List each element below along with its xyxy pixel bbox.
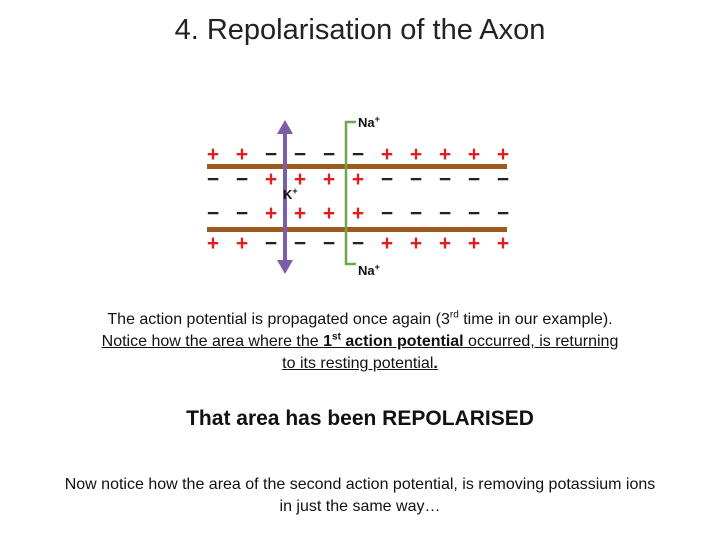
positive-charge: + [468,143,480,166]
negative-charge: − [381,202,393,225]
negative-charge: − [323,232,335,255]
explanation-line-3: to its resting potential. [282,355,438,372]
charge-grid: ++−−−−+++++−−++++−−−−−−−++++−−−−−++−−−−+… [207,143,509,255]
positive-charge: + [294,168,306,191]
negative-charge: − [265,232,277,255]
positive-charge: + [352,202,364,225]
negative-charge: − [352,232,364,255]
negative-charge: − [236,202,248,225]
negative-charge: − [323,143,335,166]
negative-charge: − [497,202,509,225]
positive-charge: + [236,143,248,166]
negative-charge: − [265,143,277,166]
negative-charge: − [294,232,306,255]
negative-charge: − [468,168,480,191]
positive-charge: + [352,168,364,191]
sodium-arrows [344,120,356,266]
page-title: 4. Repolarisation of the Axon [174,14,546,46]
negative-charge: − [352,143,364,166]
positive-charge: + [323,202,335,225]
positive-charge: + [265,202,277,225]
positive-charge: + [207,232,219,255]
negative-charge: − [236,168,248,191]
negative-charge: − [410,168,422,191]
positive-charge: + [497,143,509,166]
sodium-label-top: Na+ [358,114,380,130]
positive-charge: + [439,232,451,255]
positive-charge: + [323,168,335,191]
negative-charge: − [439,168,451,191]
positive-charge: + [410,143,422,166]
positive-charge: + [497,232,509,255]
potassium-label: K+ [283,186,298,202]
potassium-arrow [277,120,293,274]
negative-charge: − [410,202,422,225]
positive-charge: + [294,202,306,225]
axon-diagram: ++−−−−+++++−−++++−−−−−−−++++−−−−−++−−−−+… [207,114,509,278]
positive-charge: + [381,143,393,166]
lower-membrane [207,227,507,232]
repolarised-heading: That area has been REPOLARISED [186,407,534,430]
negative-charge: − [439,202,451,225]
positive-charge: + [265,168,277,191]
negative-charge: − [294,143,306,166]
negative-charge: − [468,202,480,225]
followup-paragraph: Now notice how the area of the second ac… [64,476,656,515]
negative-charge: − [381,168,393,191]
negative-charge: − [497,168,509,191]
sodium-label-bottom: Na+ [358,262,380,278]
negative-charge: − [207,168,219,191]
negative-charge: − [207,202,219,225]
explanation-line-1: The action potential is propagated once … [107,309,613,328]
positive-charge: + [207,143,219,166]
positive-charge: + [381,232,393,255]
upper-membrane [207,164,507,169]
positive-charge: + [410,232,422,255]
explanation-line-2: Notice how the area where the 1st action… [101,331,619,350]
positive-charge: + [439,143,451,166]
explanation-paragraph: The action potential is propagated once … [40,309,680,375]
positive-charge: + [468,232,480,255]
positive-charge: + [236,232,248,255]
